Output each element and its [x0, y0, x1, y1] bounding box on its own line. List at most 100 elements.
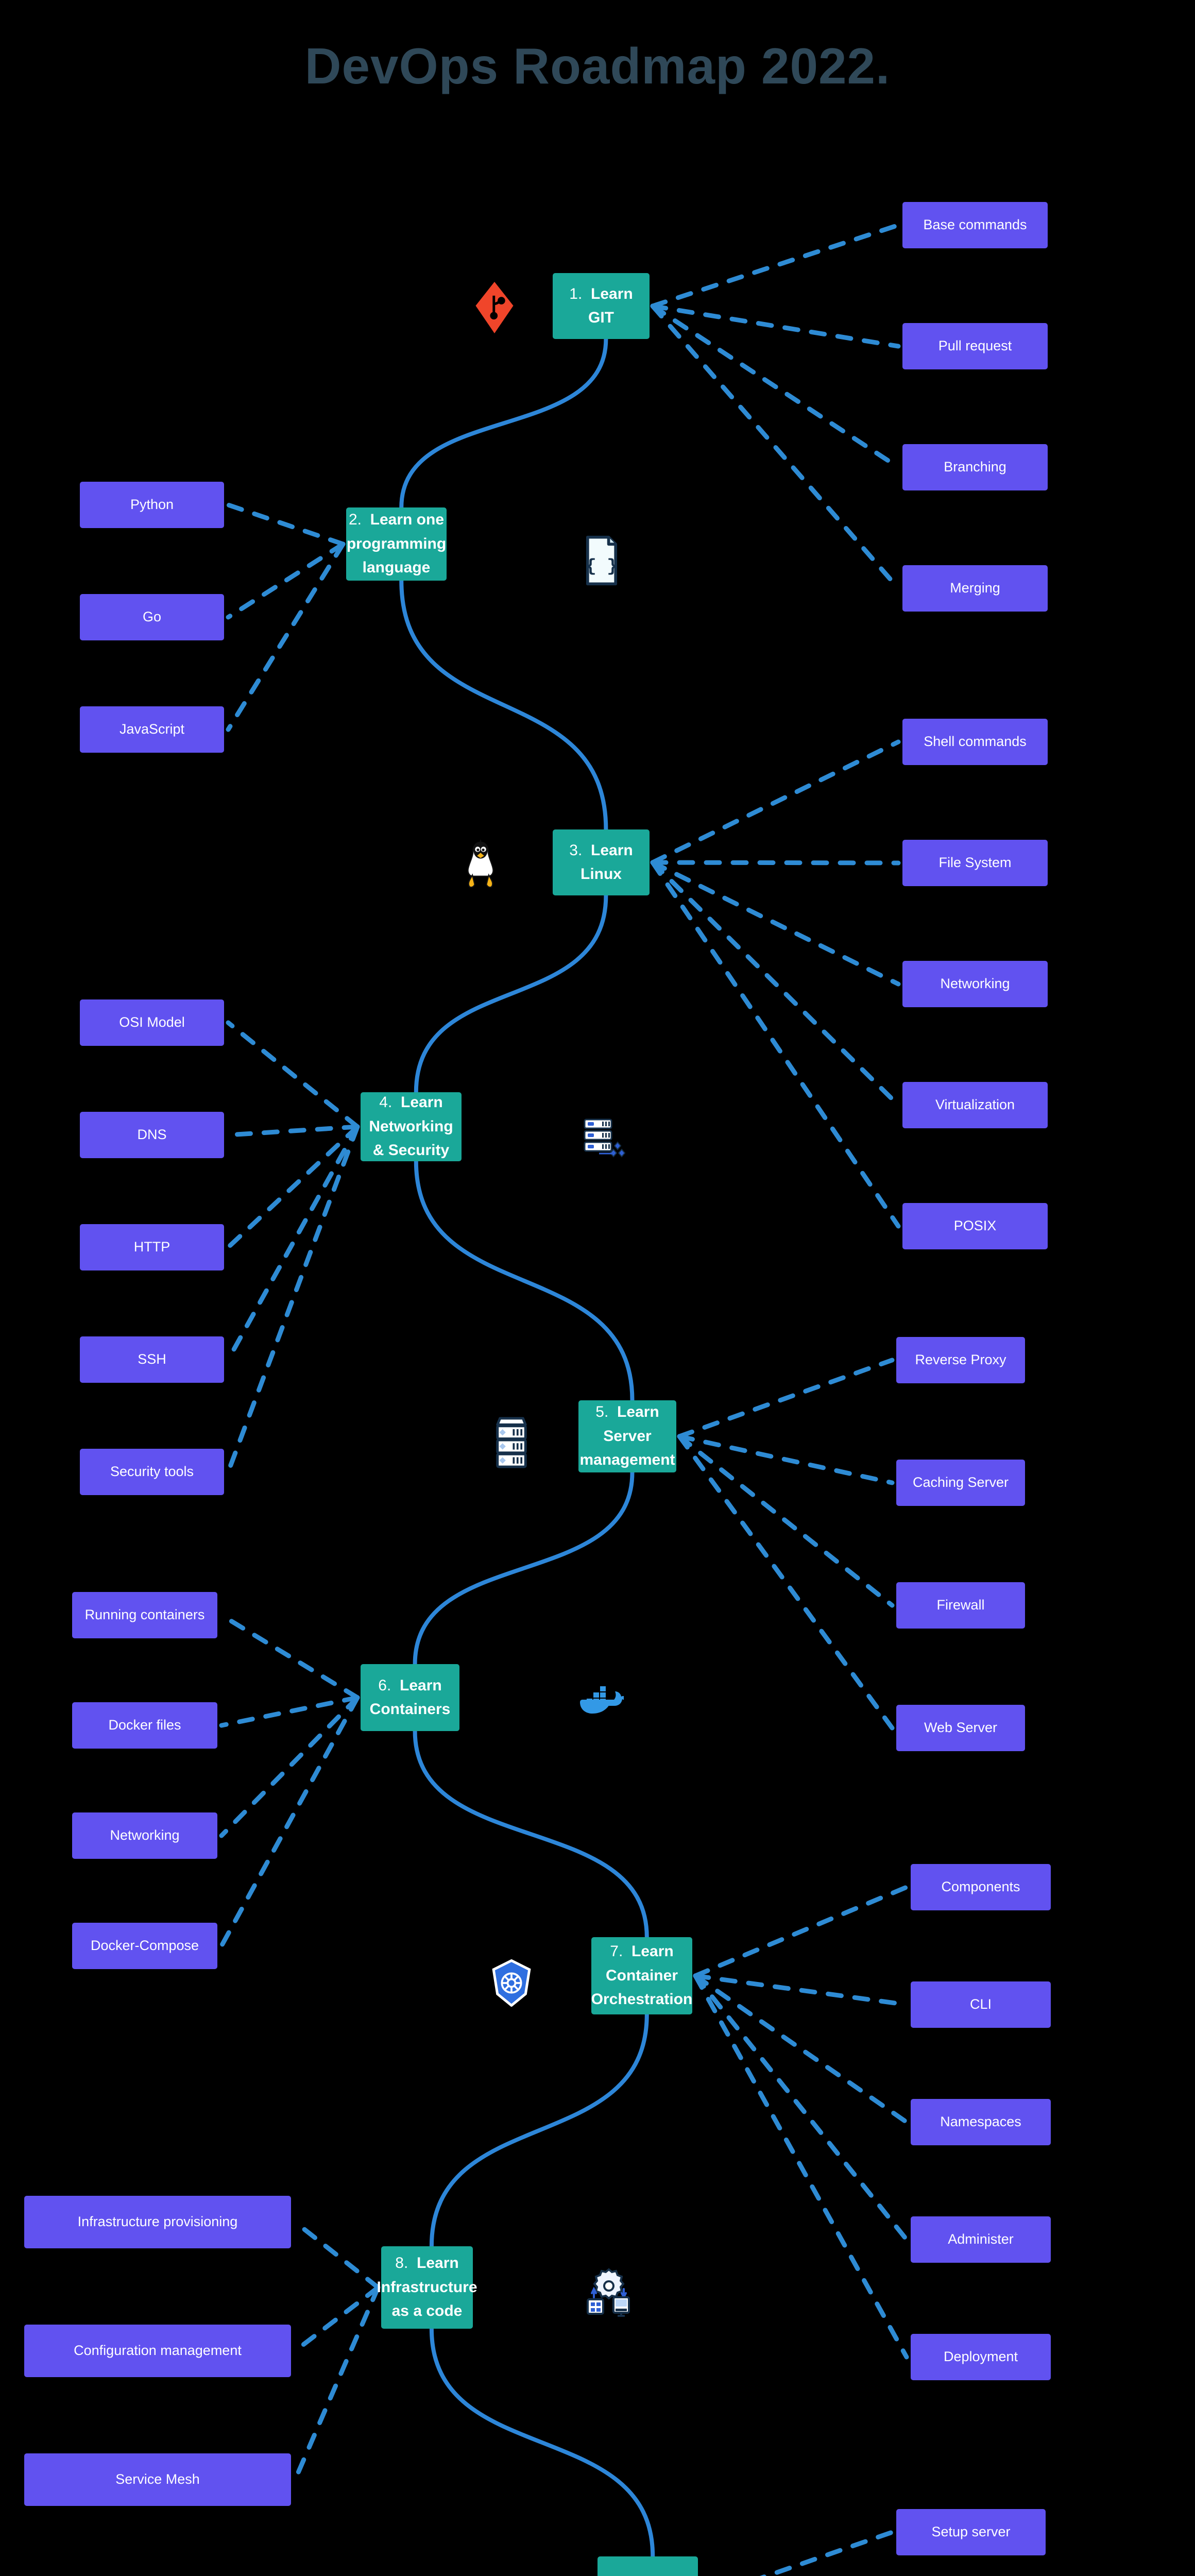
spine-segment — [399, 337, 608, 510]
leaf-connector — [226, 541, 346, 732]
leaf-connector — [293, 2285, 381, 2482]
leaf-item[interactable]: OSI Model — [80, 999, 224, 1046]
leaf-connector — [759, 2530, 895, 2576]
code-braces-icon: { } — [581, 535, 622, 586]
spine-segment — [399, 579, 608, 832]
leaf-label: Networking — [110, 1827, 180, 1843]
leaf-item[interactable]: Administer — [911, 2216, 1051, 2263]
leaf-item[interactable]: File System — [902, 840, 1048, 886]
leaf-item[interactable]: Firewall — [896, 1582, 1025, 1629]
leaf-item[interactable]: Go — [80, 594, 224, 640]
leaf-label: Service Mesh — [115, 2471, 200, 2487]
leaf-connector — [226, 1124, 360, 1362]
leaf-connector — [226, 1124, 360, 1138]
leaf-label: Go — [142, 609, 162, 625]
leaf-item[interactable]: Branching — [902, 444, 1048, 490]
roadmap-node-7[interactable]: 7. Learn Container Orchestration — [591, 1937, 692, 2014]
leaf-connector — [650, 860, 901, 866]
leaf-item[interactable]: Docker-Compose — [72, 1923, 217, 1969]
leaf-item[interactable]: Security tools — [80, 1449, 224, 1495]
leaf-item[interactable]: Setup server — [896, 2509, 1046, 2555]
leaf-connector — [293, 2285, 381, 2353]
leaf-connector — [677, 1434, 895, 1731]
leaf-connector — [226, 1020, 360, 1129]
node-number: 4. — [379, 1094, 392, 1111]
leaf-label: Components — [941, 1879, 1020, 1895]
leaf-item[interactable]: Networking — [902, 961, 1048, 1007]
leaf-item[interactable]: Infrastructure provisioning — [24, 2196, 291, 2248]
leaf-item[interactable]: Shell commands — [902, 719, 1048, 765]
leaf-label: JavaScript — [119, 721, 185, 737]
docker-whale-icon — [577, 1679, 626, 1722]
roadmap-node-3[interactable]: 3. Learn Linux — [553, 829, 650, 895]
leaf-item[interactable]: Namespaces — [911, 2099, 1051, 2145]
roadmap-node-5[interactable]: 5. Learn Server management — [578, 1400, 676, 1472]
node-number: 3. — [569, 841, 583, 859]
leaf-item[interactable]: Configuration management — [24, 2325, 291, 2377]
leaf-connector — [226, 1124, 360, 1475]
leaf-connector — [693, 1973, 909, 2007]
leaf-item[interactable]: Networking — [72, 1812, 217, 1859]
node-number: 2. — [348, 511, 362, 529]
spine-segment — [429, 2327, 655, 2558]
leaf-connector — [219, 1695, 360, 1728]
leaf-connector — [650, 303, 901, 470]
leaf-item[interactable]: Docker files — [72, 1702, 217, 1749]
leaf-label: HTTP — [133, 1239, 170, 1255]
roadmap-node-8[interactable]: 8. Learn Infrastructure as a code — [377, 2246, 477, 2329]
leaf-item[interactable]: Python — [80, 482, 224, 528]
leaf-connector — [693, 1973, 909, 2242]
leaf-item[interactable]: DNS — [80, 1112, 224, 1158]
leaf-item[interactable]: Base commands — [902, 202, 1048, 248]
leaf-connector — [226, 502, 346, 547]
leaf-connector — [650, 860, 901, 987]
leaf-connector — [650, 860, 901, 1108]
server-rack-icon — [489, 1414, 534, 1471]
leaf-item[interactable]: Pull request — [902, 323, 1048, 369]
leaf-label: Running containers — [84, 1607, 205, 1623]
leaf-label: Reverse Proxy — [915, 1352, 1006, 1368]
roadmap-node-9[interactable]: 9. Learn CI/CD — [598, 2556, 698, 2576]
roadmap-node-4[interactable]: 4. Learn Networking & Security — [361, 1092, 462, 1161]
leaf-label: OSI Model — [119, 1014, 185, 1030]
leaf-connector — [693, 1885, 909, 1978]
leaf-label: Caching Server — [912, 1475, 1009, 1490]
spine-segment — [413, 1729, 649, 1939]
leaf-connector — [650, 739, 901, 865]
leaf-connector — [693, 1973, 909, 2125]
roadmap-node-6[interactable]: 6. Learn Containers — [361, 1664, 459, 1731]
leaf-item[interactable]: JavaScript — [80, 706, 224, 753]
leaf-label: Web Server — [924, 1720, 998, 1736]
leaf-connector — [650, 303, 901, 591]
leaf-item[interactable]: Merging — [902, 565, 1048, 612]
leaf-label: File System — [938, 855, 1012, 871]
leaf-label: Configuration management — [74, 2343, 242, 2359]
leaf-label: Deployment — [943, 2349, 1018, 2365]
leaf-label: Firewall — [936, 1597, 985, 1613]
node-title: Learn one programming language — [346, 511, 447, 577]
leaf-item[interactable]: CLI — [911, 1981, 1051, 2028]
leaf-label: DNS — [137, 1127, 167, 1143]
leaf-label: Base commands — [923, 217, 1027, 233]
leaf-connector — [226, 1124, 360, 1250]
leaf-label: Virtualization — [935, 1097, 1015, 1113]
spine-segment — [429, 2012, 649, 2248]
leaf-item[interactable]: HTTP — [80, 1224, 224, 1270]
leaf-item[interactable]: Components — [911, 1864, 1051, 1910]
leaf-item[interactable]: Caching Server — [896, 1460, 1025, 1506]
leaf-item[interactable]: Reverse Proxy — [896, 1337, 1025, 1383]
roadmap-node-2[interactable]: 2. Learn one programming language — [346, 507, 447, 581]
leaf-item[interactable]: SSH — [80, 1336, 224, 1383]
node-number: 1. — [569, 285, 583, 302]
linux-penguin-icon — [457, 837, 504, 892]
leaf-connector — [650, 303, 901, 349]
spine-segment — [414, 893, 608, 1094]
leaf-item[interactable]: Deployment — [911, 2334, 1051, 2380]
leaf-item[interactable]: POSIX — [902, 1203, 1048, 1249]
leaf-item[interactable]: Running containers — [72, 1592, 217, 1638]
leaf-item[interactable]: Service Mesh — [24, 2453, 291, 2506]
leaf-item[interactable]: Web Server — [896, 1705, 1025, 1751]
roadmap-node-1[interactable]: 1. Learn GIT — [553, 273, 650, 339]
leaf-item[interactable]: Virtualization — [902, 1082, 1048, 1128]
